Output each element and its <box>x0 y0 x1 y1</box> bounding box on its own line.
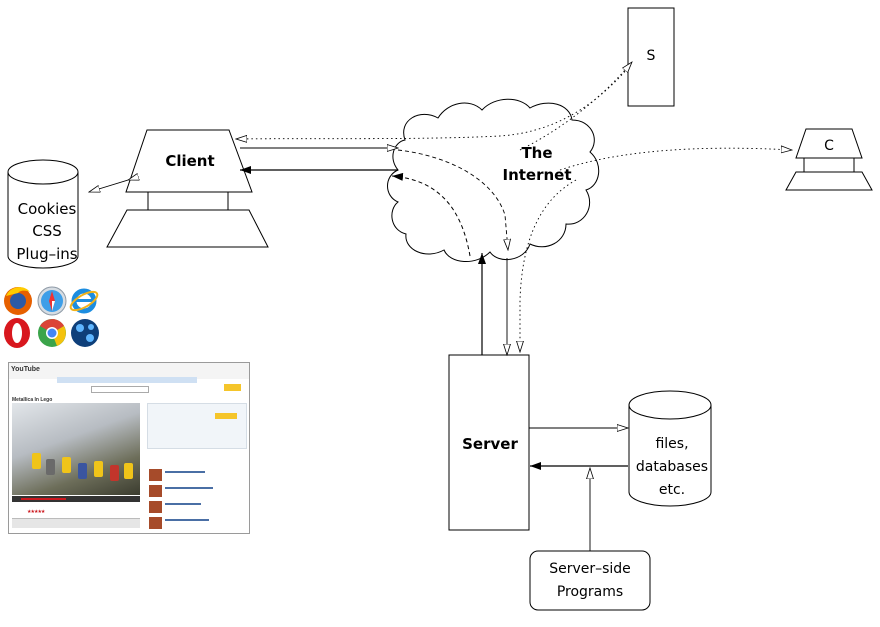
server-label: Server <box>462 435 518 453</box>
client-store-line-1: Cookies <box>18 200 77 218</box>
server-store-line-2: databases <box>636 459 708 475</box>
server-store-line-1: files, <box>655 436 688 452</box>
internet-to-server-dashed <box>397 149 508 250</box>
internet-label-line2: Internet <box>502 166 571 184</box>
internet-label-line1: The <box>521 144 552 162</box>
server-programs-line-2: Programs <box>557 584 623 600</box>
youtube-header <box>9 363 249 379</box>
youtube-screenshot: YouTube Metallica In Lego ★★★★★ <box>8 362 250 534</box>
c-label: C <box>824 138 834 154</box>
youtube-related-thumb <box>149 485 162 497</box>
client-store-line-2: CSS <box>32 222 62 240</box>
client-store-line-3: Plug–ins <box>16 245 77 263</box>
client-label: Client <box>165 152 214 170</box>
youtube-related-thumb <box>149 501 162 513</box>
server-programs-box <box>529 550 651 611</box>
safari-icon <box>37 286 67 316</box>
youtube-channel-panel <box>147 403 247 449</box>
youtube-related-link <box>165 487 213 489</box>
connections <box>89 62 792 551</box>
s-box <box>627 7 675 107</box>
youtube-action-bar <box>12 518 140 528</box>
server-to-internet-dashed <box>391 172 471 257</box>
youtube-search-box <box>91 386 149 393</box>
chrome-icon <box>38 319 66 347</box>
client-to-s-dotted <box>519 62 632 151</box>
flock-icon <box>71 319 99 347</box>
youtube-rating-stars: ★★★★★ <box>27 509 45 515</box>
client-terminal <box>106 129 269 248</box>
server-store-line-3: etc. <box>659 482 685 498</box>
s-label: S <box>647 48 656 64</box>
firefox-icon <box>4 287 32 315</box>
youtube-progress-bar <box>21 498 66 500</box>
youtube-related-link <box>165 503 201 505</box>
server-programs-line-1: Server–side <box>549 561 631 577</box>
youtube-video-title: Metallica In Lego <box>12 397 53 403</box>
youtube-player-controls <box>12 496 140 502</box>
c-terminal <box>785 128 873 191</box>
internet-cloud <box>387 98 600 262</box>
browser-icons <box>4 286 99 348</box>
server-store-cylinder <box>628 390 712 507</box>
youtube-related-link <box>165 471 205 473</box>
youtube-logo: YouTube <box>11 366 40 373</box>
internet-explorer-icon <box>69 288 99 314</box>
client-to-store-link <box>89 180 128 192</box>
youtube-logo-text: YouTube <box>11 366 40 373</box>
youtube-related-thumb <box>149 517 162 529</box>
youtube-subscribe-button <box>215 413 237 419</box>
youtube-video-frame <box>12 403 140 495</box>
youtube-nav-tabs <box>57 377 197 383</box>
opera-icon <box>4 318 30 348</box>
client-store-cylinder <box>7 159 79 269</box>
server-box <box>448 354 530 531</box>
youtube-upload-button <box>224 384 241 391</box>
youtube-related-thumb <box>149 469 162 481</box>
youtube-related-link <box>165 519 209 521</box>
